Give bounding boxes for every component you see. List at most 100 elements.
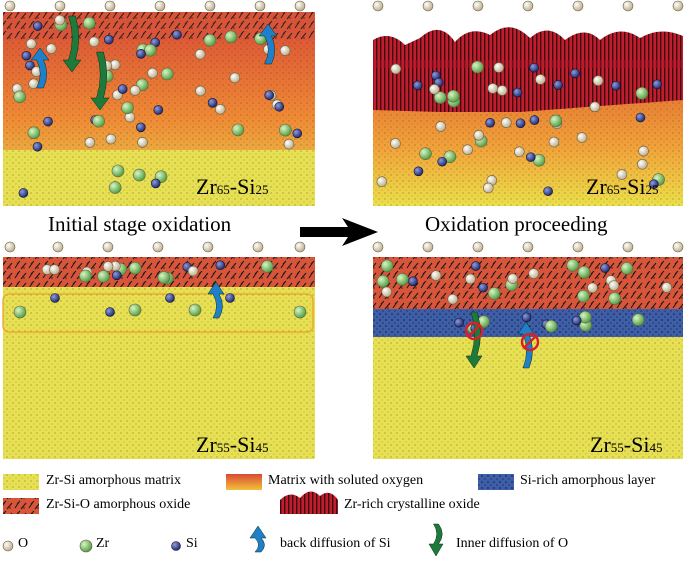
si-atom <box>18 188 29 198</box>
oxygen-atom <box>194 48 206 60</box>
zr-atom <box>231 123 245 137</box>
legend-label-soluted: Matrix with soluted oxygen <box>268 473 424 488</box>
zr-atom <box>79 269 92 283</box>
zr-atom <box>446 89 460 103</box>
zr-atom <box>566 258 580 272</box>
legend-swatch-si-rich <box>478 474 514 490</box>
si-atom <box>25 60 35 71</box>
oxygen-atom <box>283 138 295 150</box>
si-atom <box>649 179 659 189</box>
oxygen-atom <box>422 0 434 12</box>
zr-atom <box>487 287 501 300</box>
si-atom <box>172 29 182 40</box>
si-atom <box>274 101 285 112</box>
legend-label-o: O <box>18 536 29 551</box>
oxygen-atom <box>622 0 634 12</box>
alloy-label-bottom-right: Zr55-Si45 <box>590 432 663 457</box>
si-atom <box>478 282 488 293</box>
si-atom <box>437 156 447 167</box>
o-inner-diffusion-arrow <box>62 15 82 73</box>
oxygen-atom <box>622 241 634 253</box>
oxygen-atom <box>381 286 392 298</box>
oxygen-atom <box>254 0 266 12</box>
legend-label-si: Si <box>186 536 198 551</box>
o-inner-diffusion-arrow <box>90 51 110 111</box>
si-atom <box>215 260 226 270</box>
oxygen-atom <box>572 0 584 12</box>
oxygen-atom <box>104 0 116 12</box>
oxygen-atom <box>482 182 494 194</box>
oxygen-atom <box>4 0 16 12</box>
si-atom <box>611 80 621 91</box>
zr-atom <box>161 67 174 81</box>
oxygen-atom <box>587 282 598 294</box>
oxygen-atom <box>372 0 384 12</box>
alloy-label-bottom-left: Zr55-Si45 <box>196 432 269 457</box>
oxygen-atom <box>528 268 539 279</box>
zr-atom <box>111 164 125 178</box>
oxygen-atom <box>422 241 434 253</box>
legend-o-arrow-icon <box>428 523 444 557</box>
oxygen-atom <box>522 241 534 253</box>
legend-label-inner-diffusion: Inner diffusion of O <box>456 536 569 551</box>
si-atom <box>136 122 146 133</box>
oxygen-atom <box>2 540 14 552</box>
si-atom <box>525 152 536 162</box>
oxygen-atom <box>4 241 16 253</box>
zr-atom <box>128 261 142 275</box>
oxygen-atom <box>137 137 148 148</box>
oxygen-atom <box>84 137 96 148</box>
si-atom <box>32 21 43 31</box>
si-atom <box>512 87 523 98</box>
si-atom <box>103 34 114 45</box>
oxygen-atom <box>608 280 620 291</box>
zr-atom <box>380 259 394 273</box>
zr-atom <box>92 114 105 128</box>
oxygen-atom <box>462 144 473 156</box>
oxygen-atom <box>88 36 100 48</box>
si-atom <box>21 50 32 61</box>
zr-atom <box>577 265 591 279</box>
si-back-diffusion-arrow <box>30 47 50 89</box>
oxygen-atom <box>501 117 512 129</box>
si-atom <box>111 270 122 281</box>
legend-label-zr: Zr <box>96 536 110 551</box>
oxygen-atom <box>102 241 114 253</box>
crystalline-oxide-layer <box>373 27 683 112</box>
oxygen-atom <box>465 273 476 285</box>
oxygen-atom <box>252 241 264 253</box>
si-depleted-band <box>2 293 314 333</box>
zr-atom <box>608 292 621 305</box>
oxygen-atom <box>616 169 628 180</box>
si-atom <box>117 84 128 94</box>
zr-atom <box>128 303 142 317</box>
zr-atom <box>79 539 93 553</box>
si-atom <box>600 263 610 273</box>
oxygen-atom <box>430 270 442 281</box>
si-atom <box>571 315 582 326</box>
oxygen-atom <box>472 0 484 12</box>
oxygen-atom <box>204 0 216 12</box>
legend-label-back-diffusion: back diffusion of Si <box>280 536 391 551</box>
oxygen-atom <box>54 0 66 12</box>
zr-atom <box>157 271 171 284</box>
si-atom <box>529 115 540 125</box>
oxygen-atom <box>496 85 508 96</box>
zr-atom <box>13 90 27 104</box>
oxygen-atom <box>279 45 291 56</box>
zr-atom <box>443 150 457 164</box>
oxygen-atom <box>52 241 64 253</box>
si-atom <box>225 293 235 303</box>
oxygen-atom <box>473 130 485 141</box>
si-atom <box>165 293 175 303</box>
oxygen-atom <box>487 83 499 94</box>
zr-atom <box>27 126 41 140</box>
oxygen-atom <box>390 63 402 75</box>
oxygen-atom <box>390 138 401 149</box>
zr-atom <box>133 168 146 182</box>
zr-atom <box>396 273 409 286</box>
zr-atom <box>631 313 645 327</box>
si-atom <box>171 541 181 551</box>
zr-atom <box>293 305 307 319</box>
diffusion-arrows <box>30 15 540 557</box>
